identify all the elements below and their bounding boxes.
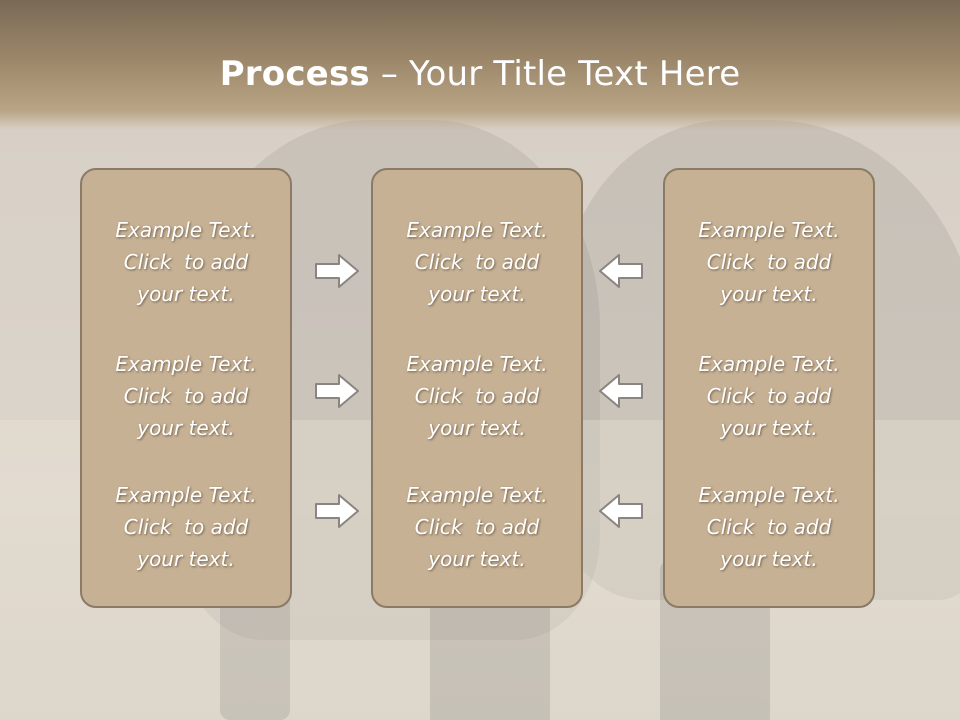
title-rest: – Your Title Text Here (369, 54, 741, 94)
text-line: Click to add (706, 250, 832, 274)
arrow-left-icon (599, 374, 643, 408)
text-line: Example Text. (698, 483, 840, 507)
text-line: your text. (428, 416, 526, 440)
text-line: Example Text. (406, 483, 548, 507)
title-bar (0, 0, 960, 130)
arrow-right-icon (315, 494, 359, 528)
text-line: your text. (137, 416, 235, 440)
text-line: your text. (137, 282, 235, 306)
text-line: Example Text. (406, 218, 548, 242)
text-line: Example Text. (115, 218, 257, 242)
middle-text-box[interactable]: Example Text. Click to add your text. Ex… (371, 168, 583, 608)
text-placeholder[interactable]: Example Text. Click to add your text. (82, 479, 290, 575)
text-line: Example Text. (698, 218, 840, 242)
text-line: your text. (720, 282, 818, 306)
right-text-box[interactable]: Example Text. Click to add your text. Ex… (663, 168, 875, 608)
text-placeholder[interactable]: Example Text. Click to add your text. (665, 479, 873, 575)
text-line: Example Text. (698, 352, 840, 376)
text-placeholder[interactable]: Example Text. Click to add your text. (373, 214, 581, 310)
text-line: Click to add (123, 250, 249, 274)
text-line: Click to add (706, 384, 832, 408)
text-placeholder[interactable]: Example Text. Click to add your text. (373, 348, 581, 444)
text-line: your text. (720, 547, 818, 571)
text-line: Click to add (123, 384, 249, 408)
slide-title[interactable]: Process – Your Title Text Here (0, 54, 960, 94)
title-bold: Process (219, 54, 370, 94)
text-line: Click to add (414, 250, 540, 274)
text-line: Click to add (123, 515, 249, 539)
text-placeholder[interactable]: Example Text. Click to add your text. (82, 214, 290, 310)
text-placeholder[interactable]: Example Text. Click to add your text. (665, 348, 873, 444)
text-line: Click to add (706, 515, 832, 539)
text-line: Example Text. (406, 352, 548, 376)
arrow-left-icon (599, 254, 643, 288)
text-placeholder[interactable]: Example Text. Click to add your text. (82, 348, 290, 444)
left-text-box[interactable]: Example Text. Click to add your text. Ex… (80, 168, 292, 608)
text-line: Click to add (414, 515, 540, 539)
text-line: your text. (720, 416, 818, 440)
text-line: Example Text. (115, 352, 257, 376)
arrow-right-icon (315, 374, 359, 408)
text-line: your text. (428, 547, 526, 571)
text-placeholder[interactable]: Example Text. Click to add your text. (373, 479, 581, 575)
text-line: Click to add (414, 384, 540, 408)
arrow-left-icon (599, 494, 643, 528)
text-line: Example Text. (115, 483, 257, 507)
text-line: your text. (137, 547, 235, 571)
arrow-right-icon (315, 254, 359, 288)
text-line: your text. (428, 282, 526, 306)
text-placeholder[interactable]: Example Text. Click to add your text. (665, 214, 873, 310)
